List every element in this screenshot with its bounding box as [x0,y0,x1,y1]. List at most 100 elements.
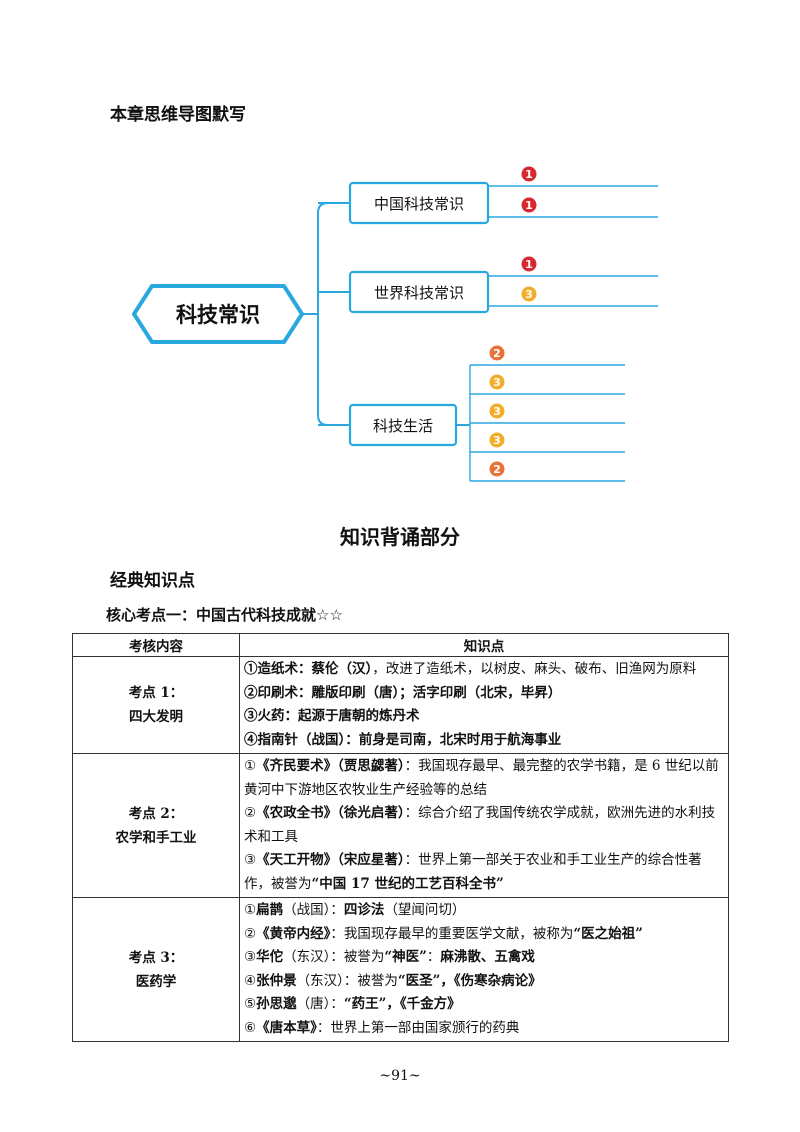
header-knowledge: 知识点 [239,633,729,657]
assessment-point-cell: 考点 3： 医药学 [72,897,240,1042]
knowledge-item: ④张仲景（东汉）：被誉为“医圣”，《伤寒杂病论》 [244,970,724,994]
knowledge-key-text: “神医” [384,949,427,965]
knowledge-key-text: 《唐本草》 [256,1019,317,1036]
knowledge-key-text: ①造纸术：蔡伦（汉） [244,661,373,677]
priority-badge-number: 3 [493,376,501,389]
knowledge-key-text: 麻沸散、五禽戏 [440,949,535,965]
knowledge-text: ： [426,949,441,965]
branch-node-label: 科技生活 [373,417,433,435]
priority-badge-number: 3 [493,434,501,447]
knowledge-text: （战国）： [283,902,344,918]
knowledge-item: ③《天工开物》（宋应星著）：世界上第一部关于农业和手工业生产的综合性著作，被誉为… [244,849,724,896]
branch-node-label: 世界科技常识 [374,284,464,302]
knowledge-text: ：世界上第一部由国家颁行的药典 [316,1019,520,1036]
core-point-title-text: 核心考点一：中国古代科技成就 [106,606,317,624]
knowledge-table: 考核内容 知识点 考点 1： 四大发明 ①造纸术：蔡伦（汉），改进了造纸术，以树皮、… [72,633,729,1042]
priority-badge [489,432,505,448]
knowledge-item: ③火药：起源于唐朝的炼丹术 [244,705,724,729]
knowledge-cell: ①造纸术：蔡伦（汉），改进了造纸术，以树皮、麻头、破布、旧渔网为原料 ②印刷术：雕… [239,656,729,754]
knowledge-cell: ①扁鹊（战国）：四诊法（望闻问切）②《黄帝内经》：我国现存最早的重要医学文献，被… [239,897,729,1042]
knowledge-key-text: 孙思邈 [256,996,297,1012]
knowledge-item: ④指南针（战国）：前身是司南，北宋时用于航海事业 [244,729,724,753]
branch-node-box [348,270,490,314]
priority-badge-number: 2 [493,463,501,476]
priority-badge-number: 1 [525,258,533,271]
table-row: 考点 2： 农学和手工业 ①《齐民要术》（贾思勰著）：我国现存最早、最完整的农学书籍… [72,753,729,898]
assessment-point-label: 农学和手工业 [115,829,197,846]
assessment-point-label: 考点 2： [128,805,184,822]
knowledge-text: ⑤ [244,996,257,1012]
knowledge-item: ⑥《唐本草》：世界上第一部由国家颁行的药典 [244,1017,724,1041]
priority-badge-number: 3 [525,288,533,301]
priority-badge-number: 1 [525,199,533,212]
knowledge-key-text: “医圣”，《伤寒杂病论》 [397,972,542,989]
priority-badge [489,345,505,361]
knowledge-text: （唐）： [296,996,344,1012]
table-row: 考点 1： 四大发明 ①造纸术：蔡伦（汉），改进了造纸术，以树皮、麻头、破布、旧渔网… [72,656,729,754]
root-node-box [132,284,304,344]
assessment-point-label: 医药学 [135,973,177,990]
assessment-point-cell: 考点 1： 四大发明 [72,656,240,754]
knowledge-item: ②印刷术：雕版印刷（唐）；活字印刷（北宋，毕昇） [244,682,724,706]
knowledge-text: ：世界上第一部关于农业和手工业生产的综合性著作，被誉为 [244,852,702,892]
knowledge-key-text: ③火药：起源于唐朝的炼丹术 [244,708,420,724]
knowledge-key-text: ④指南针（战国）：前身是司南，北宋时用于航海事业 [244,731,562,748]
section-title: 知识背诵部分 [340,525,460,549]
knowledge-key-text: “中国 17 世纪的工艺百科全书” [311,875,504,892]
knowledge-key-text: 《天工开物》（宋应星著） [256,852,405,868]
knowledge-text: ② [244,925,257,942]
knowledge-text: ：我国现存最早、最完整的农学书籍，是 6 世纪以前黄河中下游地区农牧业生产经验等… [244,758,719,798]
knowledge-item: ①扁鹊（战国）：四诊法（望闻问切） [244,899,724,923]
branch-node-box [348,181,490,225]
knowledge-text: ：综合介绍了我国传统农学成就，欧洲先进的水利技术和工具 [244,805,716,845]
knowledge-text: ⑥ [244,1019,257,1036]
page-number: ~91~ [379,1068,421,1084]
knowledge-text: ③ [244,949,257,965]
knowledge-text: ④ [244,972,257,989]
priority-badge [521,256,537,272]
subsection-title: 经典知识点 [110,571,195,591]
priority-badge-number: 2 [493,347,501,360]
knowledge-text: ③ [244,852,257,868]
knowledge-text: （东汉）：被誉为 [283,949,385,965]
knowledge-key-text: 四诊法 [343,902,385,918]
knowledge-item: ②《农政全书》（徐光启著）：综合介绍了我国传统农学成就，欧洲先进的水利技术和工具 [244,802,724,849]
mind-map: 中国科技常识 1 1 世界科技常识 1 3 科技生活 2 3 3 3 2 科技常识 [132,166,658,482]
priority-badge [521,286,537,302]
knowledge-text: ① [244,758,257,774]
knowledge-key-text: 张仲景 [256,972,297,989]
assessment-point-label: 考点 3： [128,949,184,966]
branch-node-label: 中国科技常识 [374,195,464,213]
knowledge-key-text: 华佗 [256,949,284,965]
knowledge-text: ：我国现存最早的重要医学文献，被称为 [330,925,574,942]
assessment-point-label: 考点 1： [128,685,184,701]
priority-badge-number: 3 [493,405,501,418]
knowledge-key-text: ②印刷术：雕版印刷（唐）；活字印刷（北宋，毕昇） [244,684,562,701]
knowledge-text: ① [244,902,257,918]
root-node-label: 科技常识 [176,303,260,327]
header-assessment: 考核内容 [72,633,240,657]
knowledge-text: ② [244,805,257,821]
priority-badge [489,403,505,419]
core-point-title: 核心考点一：中国古代科技成就☆☆ [106,604,343,625]
assessment-point-cell: 考点 2： 农学和手工业 [72,753,240,898]
branch-node-box [348,403,458,447]
knowledge-item: ②《黄帝内经》：我国现存最早的重要医学文献，被称为“医之始祖” [244,923,724,947]
knowledge-key-text: 《齐民要术》（贾思勰著） [256,758,405,774]
knowledge-key-text: “药王”，《千金方》 [343,996,461,1012]
mind-map-nodes: 中国科技常识 1 1 世界科技常识 1 3 科技生活 2 3 3 3 2 科技常识 [132,166,537,477]
priority-badge [521,166,537,182]
knowledge-key-text: 扁鹊 [256,902,284,918]
priority-badge [489,374,505,390]
priority-badge [489,461,505,477]
knowledge-item: ①造纸术：蔡伦（汉），改进了造纸术，以树皮、麻头、破布、旧渔网为原料 [244,658,724,682]
knowledge-text: （东汉）：被誉为 [296,972,398,989]
priority-badge [521,197,537,213]
assessment-point-label: 四大发明 [129,709,183,725]
knowledge-key-text: 《农政全书》（徐光启著） [256,805,405,821]
knowledge-text: ，改进了造纸术，以树皮、麻头、破布、旧渔网为原料 [372,661,697,677]
table-header-row: 考核内容 知识点 [72,633,729,657]
priority-badge-number: 1 [525,168,533,181]
knowledge-item: ①《齐民要术》（贾思勰著）：我国现存最早、最完整的农学书籍，是 6 世纪以前黄河… [244,755,724,802]
knowledge-item: ③华佗（东汉）：被誉为“神医”：麻沸散、五禽戏 [244,946,724,970]
